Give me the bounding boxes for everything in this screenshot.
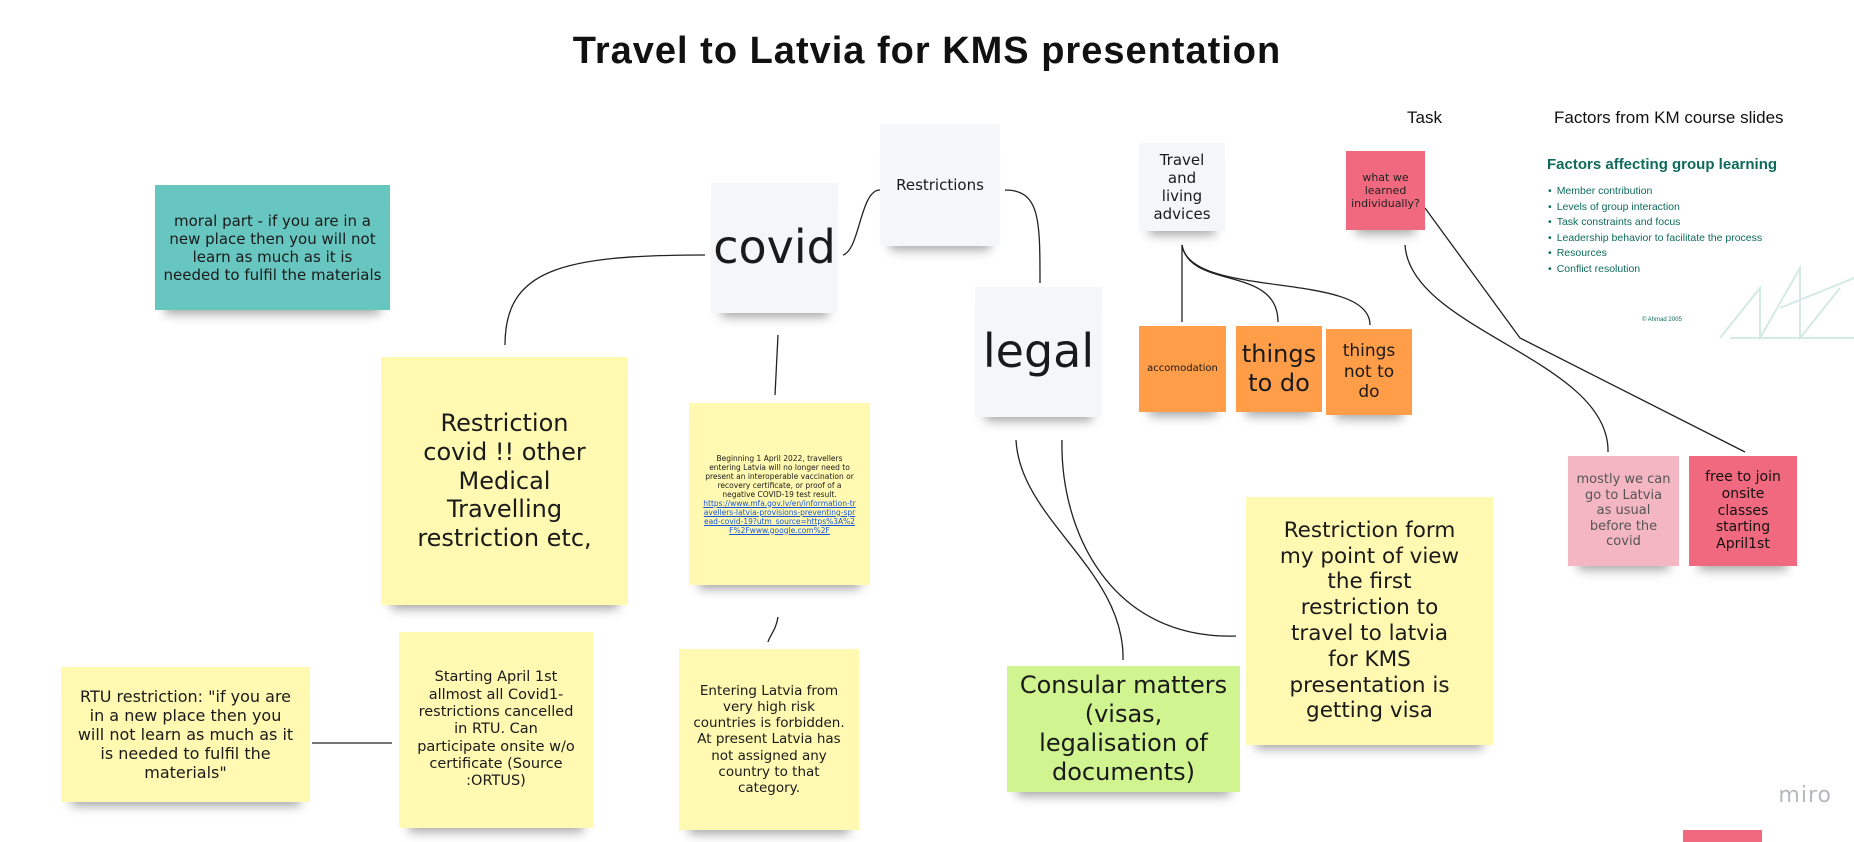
note-restriction-covid[interactable]: Restriction covid !! other Medical Trave…: [381, 357, 628, 605]
note-free-join[interactable]: free to join onsite classes starting Apr…: [1689, 456, 1797, 566]
slide-item: Resources: [1548, 247, 1762, 263]
connector-covid-beginning: [774, 334, 779, 396]
connector-travel-thingstodo: [1181, 244, 1279, 323]
note-moral-part[interactable]: moral part - if you are in a new place t…: [155, 185, 390, 310]
task-label: Task: [1407, 108, 1442, 127]
note-beginning-april-text: Beginning 1 April 2022, travellers enter…: [705, 453, 854, 499]
note-restriction-visa[interactable]: Restriction form my point of view the fi…: [1246, 497, 1493, 745]
km-slide-image[interactable]: Factors affecting group learning Member …: [1540, 140, 1854, 340]
slide-item: Leadership behavior to facilitate the pr…: [1548, 232, 1762, 248]
note-restrictions[interactable]: Restrictions: [880, 124, 1000, 246]
note-beginning-april[interactable]: Beginning 1 April 2022, travellers enter…: [689, 403, 870, 585]
connector-beginning-entering: [767, 616, 779, 643]
note-mostly-latvia[interactable]: mostly we can go to Latvia as usual befo…: [1568, 456, 1679, 566]
connector-legal-visa: [1061, 439, 1237, 637]
connector-travel-thingsnot: [1181, 244, 1371, 326]
slide-item: Conflict resolution: [1548, 263, 1762, 279]
note-travel-advices[interactable]: Travel and living advices: [1139, 143, 1225, 231]
note-rtu-restriction[interactable]: RTU restriction: "if you are in a new pl…: [61, 667, 310, 802]
miro-logo: miro: [1778, 783, 1832, 808]
connector-learned-freejoin: [1424, 207, 1746, 453]
note-consular-matters[interactable]: Consular matters (visas, legalisation of…: [1007, 666, 1240, 792]
note-partial-bottom[interactable]: [1683, 830, 1762, 842]
connector-legal-consular: [1015, 439, 1124, 661]
connector-covid-restrictions: [842, 189, 881, 256]
slide-item: Task constraints and focus: [1548, 216, 1762, 232]
connector-restrictions-legal: [1004, 189, 1041, 284]
slide-item: Levels of group interaction: [1548, 201, 1762, 217]
note-things-not-to-do[interactable]: things not to do: [1326, 329, 1412, 415]
note-things-to-do[interactable]: things to do: [1236, 326, 1322, 412]
factors-label: Factors from KM course slides: [1554, 108, 1784, 127]
slide-list: Member contribution Levels of group inte…: [1548, 185, 1762, 279]
note-starting-april[interactable]: Starting April 1st allmost all Covid1- r…: [399, 632, 593, 828]
note-what-we-learned[interactable]: what we learned individually?: [1346, 151, 1425, 230]
slide-decoration-graphic: [1720, 264, 1854, 340]
board-title: Travel to Latvia for KMS presentation: [572, 30, 1282, 72]
note-entering-latvia[interactable]: Entering Latvia from very high risk coun…: [679, 649, 859, 830]
connector-learned-mostly: [1404, 244, 1609, 453]
connector-covid-restriction: [504, 254, 706, 346]
note-beginning-april-link[interactable]: https://www.mfa.gov.lv/en/information-tr…: [703, 498, 856, 535]
slide-title: Factors affecting group learning: [1547, 156, 1778, 173]
note-covid[interactable]: covid: [711, 183, 838, 313]
note-legal[interactable]: legal: [975, 287, 1102, 417]
slide-item: Member contribution: [1548, 185, 1762, 201]
note-accomodation[interactable]: accomodation: [1139, 326, 1226, 412]
slide-footer: © Ahmad 2005: [1642, 317, 1682, 323]
